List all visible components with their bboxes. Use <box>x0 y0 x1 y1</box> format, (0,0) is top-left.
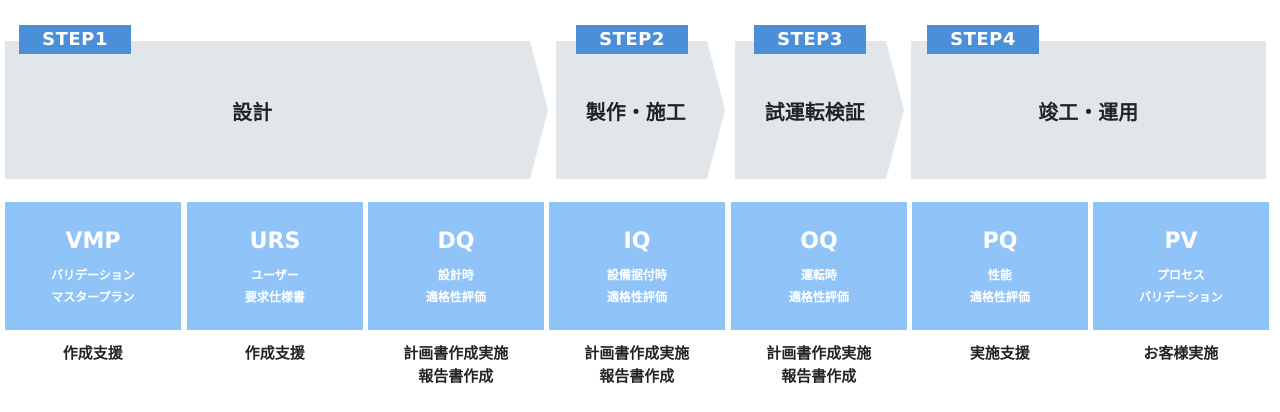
card-code: OQ <box>800 229 838 254</box>
card-desc-line: 適格性評価 <box>606 290 667 304</box>
card-desc-line: 設計時 <box>437 268 474 282</box>
card-desc-line: 運転時 <box>800 268 837 282</box>
action-line: 計画書作成実施 <box>766 344 872 362</box>
phase-arrow-3 <box>735 41 904 179</box>
card-desc-line: 適格性評価 <box>969 290 1030 304</box>
step-tag-4: STEP4 <box>927 25 1039 54</box>
action-line: 計画書作成実施 <box>584 344 690 362</box>
card-code: DQ <box>437 229 475 254</box>
phase-title-design: 設計 <box>232 99 273 124</box>
phase-arrow-1 <box>5 41 548 179</box>
action-line: 作成支援 <box>244 344 305 362</box>
card-vmp: VMP バリデーション マスタープラン <box>5 202 181 330</box>
action-line: お客様実施 <box>1143 344 1219 362</box>
action-oq: 計画書作成実施 報告書作成 <box>731 342 907 388</box>
action-line: 報告書作成 <box>418 367 494 385</box>
phase-title-fabrication: 製作・施工 <box>586 99 686 124</box>
card-dq: DQ 設計時 適格性評価 <box>368 202 544 330</box>
card-description: 性能 適格性評価 <box>912 264 1088 308</box>
card-description: プロセス バリデーション <box>1093 264 1269 308</box>
action-line: 実施支援 <box>969 344 1030 362</box>
card-desc-line: 適格性評価 <box>425 290 486 304</box>
action-iq: 計画書作成実施 報告書作成 <box>549 342 725 388</box>
card-code: PV <box>1164 229 1198 254</box>
card-desc-line: 要求仕様書 <box>244 290 305 304</box>
card-desc-line: 適格性評価 <box>788 290 849 304</box>
step-tag-2: STEP2 <box>576 25 688 54</box>
card-description: 運転時 適格性評価 <box>731 264 907 308</box>
action-pq: 実施支援 <box>912 342 1088 365</box>
card-description: 設備据付時 適格性評価 <box>549 264 725 308</box>
card-oq: OQ 運転時 適格性評価 <box>731 202 907 330</box>
card-urs: URS ユーザー 要求仕様書 <box>187 202 363 330</box>
action-line: 報告書作成 <box>781 367 857 385</box>
card-code: PQ <box>982 229 1018 254</box>
card-desc-line: バリデーション <box>1139 290 1223 304</box>
card-desc-line: 性能 <box>987 268 1012 282</box>
phase-title-operation: 竣工・運用 <box>1038 99 1139 124</box>
action-dq: 計画書作成実施 報告書作成 <box>368 342 544 388</box>
action-urs: 作成支援 <box>187 342 363 365</box>
action-pv: お客様実施 <box>1093 342 1269 365</box>
card-desc-line: バリデーション <box>51 268 135 282</box>
card-code: IQ <box>623 229 651 254</box>
card-desc-line: ユーザー <box>251 268 299 282</box>
card-description: バリデーション マスタープラン <box>5 264 181 308</box>
action-line: 報告書作成 <box>599 367 675 385</box>
card-description: ユーザー 要求仕様書 <box>187 264 363 308</box>
action-line: 計画書作成実施 <box>403 344 509 362</box>
card-pv: PV プロセス バリデーション <box>1093 202 1269 330</box>
action-line: 作成支援 <box>62 344 123 362</box>
card-pq: PQ 性能 適格性評価 <box>912 202 1088 330</box>
card-description: 設計時 適格性評価 <box>368 264 544 308</box>
card-desc-line: マスタープラン <box>51 290 135 304</box>
step-tag-1: STEP1 <box>19 25 131 54</box>
card-code: URS <box>249 229 301 254</box>
action-vmp: 作成支援 <box>5 342 181 365</box>
card-desc-line: 設備据付時 <box>606 268 667 282</box>
phase-arrows <box>5 41 1266 179</box>
card-code: VMP <box>65 229 121 254</box>
step-tag-3: STEP3 <box>754 25 866 54</box>
phase-arrow-4 <box>911 41 1266 179</box>
phase-title-commissioning: 試運転検証 <box>765 99 865 124</box>
card-iq: IQ 設備据付時 適格性評価 <box>549 202 725 330</box>
card-desc-line: プロセス <box>1156 268 1205 282</box>
phase-arrow-2 <box>556 41 725 179</box>
